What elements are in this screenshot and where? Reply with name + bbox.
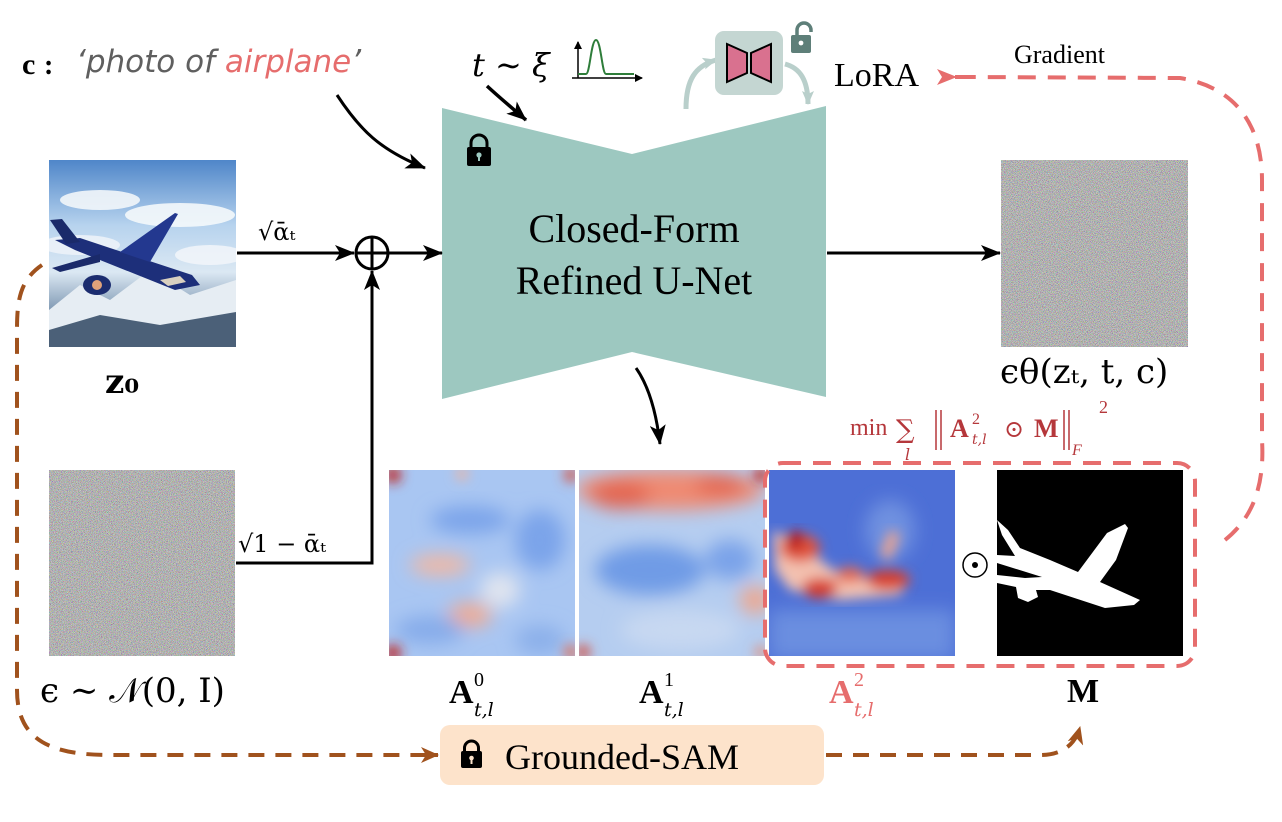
attention-label-0-sup: 0	[474, 669, 484, 691]
distribution-plot-icon	[572, 38, 643, 82]
prompt-highlight-word: airplane	[225, 44, 351, 80]
attention-map-1	[579, 470, 765, 656]
sam-to-mask-dashed-arrow	[826, 726, 1084, 757]
attention-label-2-base: A	[829, 674, 854, 711]
attention-label-2-sup: 2	[854, 669, 864, 691]
loss-sum-index: l	[905, 445, 910, 464]
lora-module	[715, 31, 783, 95]
mask-label: M	[1067, 673, 1099, 710]
z0-coefficient: √ᾱₜ	[258, 218, 296, 246]
timestep-label: t ∼ ξ	[472, 46, 551, 84]
gradient-label: Gradient	[1014, 40, 1106, 69]
loss-attention-symbol: A	[950, 414, 969, 443]
predicted-noise-label: ϵθ(zₜ, t, c)	[1000, 352, 1168, 392]
loss-region-dashed-box	[763, 461, 1197, 668]
loss-formula: min ∑ l A 2 t,l ⊙ M 2 F	[850, 397, 1108, 464]
unet-block	[442, 106, 826, 399]
prompt-text: ‘photo of airplane’	[76, 44, 362, 80]
gradient-dashed-arrow	[967, 75, 1265, 542]
attention-label-1: A 1 t,l	[639, 669, 684, 721]
loss-min: min	[850, 415, 887, 441]
attention-map-0	[389, 470, 575, 656]
grounded-sam-label: Grounded-SAM	[505, 737, 739, 777]
attention-label-0-sub: t,l	[474, 699, 494, 721]
attention-map-2	[769, 470, 955, 656]
noise-coefficient: √1 − ᾱₜ	[238, 530, 326, 558]
z0-image	[49, 160, 236, 347]
prompt-close: ’	[351, 44, 362, 80]
attention-label-0: A 0 t,l	[449, 669, 494, 721]
attention-label-0-base: A	[449, 674, 474, 711]
attention-label-1-base: A	[639, 674, 664, 711]
loss-sum: ∑	[896, 415, 915, 445]
grounded-sam-lock-icon	[461, 739, 482, 768]
loss-frobenius: F	[1071, 442, 1082, 459]
attention-label-1-sup: 1	[664, 669, 674, 691]
segmentation-mask	[997, 470, 1183, 656]
unet-lock-icon	[467, 133, 491, 166]
loss-attention-sub: t,l	[972, 432, 987, 448]
unet-title-line1: Closed-Form	[528, 206, 739, 251]
epsilon-label: ϵ ∼ 𝒩(0, I)	[40, 671, 225, 711]
unet-to-attention-arrow	[634, 367, 666, 445]
lora-in-arrow	[683, 57, 717, 110]
noise-image-epsilon	[49, 470, 235, 656]
lora-out-arrow	[784, 61, 814, 105]
attention-label-1-sub: t,l	[664, 699, 684, 721]
grounded-sam-box	[440, 725, 824, 785]
noise-to-sum-arrow	[236, 270, 380, 565]
loss-hadamard: ⊙	[1004, 415, 1024, 443]
condition-symbol: c	[22, 48, 35, 81]
prompt-to-unet-arrow	[335, 94, 426, 170]
lora-unlock-icon	[791, 21, 813, 53]
lora-label: LoRA	[834, 57, 919, 94]
attention-label-2-sub: t,l	[854, 699, 874, 721]
z0-to-sam-dashed-arrow	[15, 263, 425, 757]
unet-title-line2: Refined U-Net	[516, 258, 753, 303]
lora-bowtie-icon	[726, 42, 772, 84]
condition-caption: c : ‘photo of airplane’	[22, 44, 362, 81]
loss-attention-sup: 2	[972, 411, 980, 428]
loss-exponent: 2	[1099, 397, 1108, 417]
loss-mask-symbol: M	[1034, 414, 1059, 443]
z0-label: z₀	[105, 362, 139, 402]
attention-label-2: A 2 t,l	[829, 669, 874, 721]
condition-colon: :	[44, 50, 53, 81]
predicted-noise-image	[1001, 160, 1188, 347]
prompt-open: ‘photo of	[76, 44, 225, 80]
hadamard-product-icon	[962, 552, 988, 578]
timestep-to-unet-arrow	[485, 84, 528, 122]
